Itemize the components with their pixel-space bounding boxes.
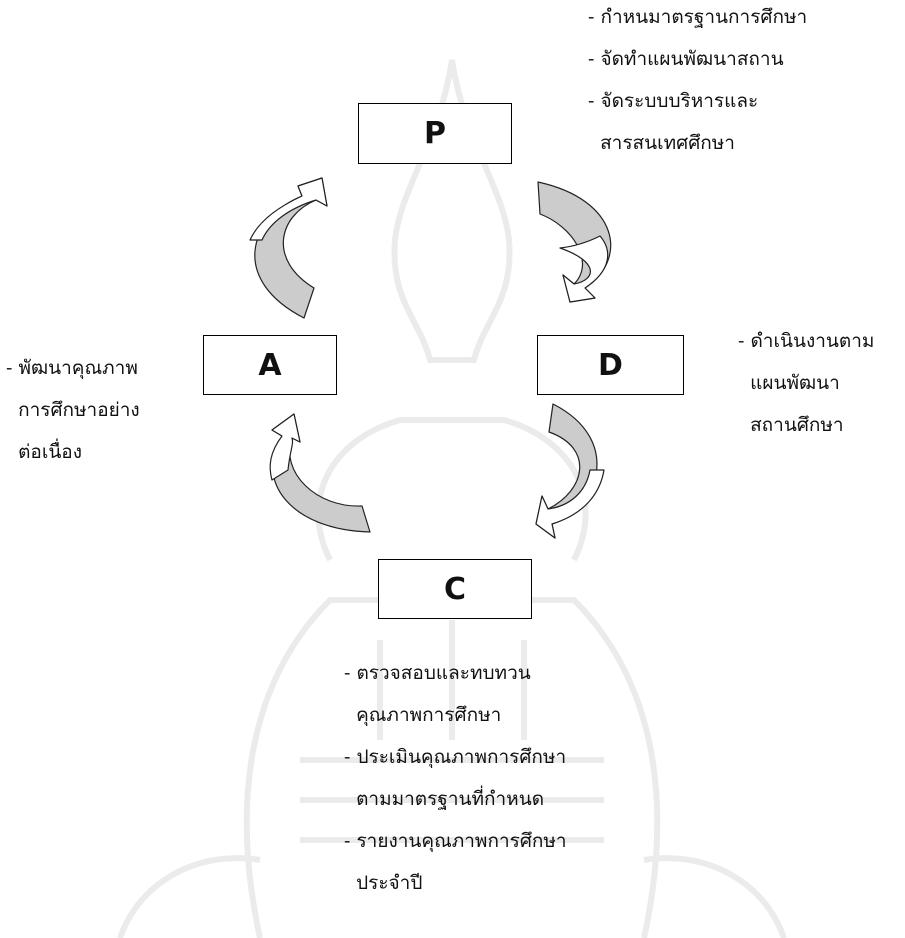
check-note-line: คุณภาพการศึกษา xyxy=(344,704,502,726)
stage-box-plan: P xyxy=(358,103,512,164)
stage-label-act: A xyxy=(258,347,282,383)
stage-box-check: C xyxy=(378,559,532,619)
act-note-line: การศึกษาอย่าง xyxy=(6,399,140,421)
stage-label-check: C xyxy=(443,571,467,607)
plan-note-line: - กำหนมาตรฐานการศึกษา xyxy=(588,6,808,28)
check-note-line: - รายงานคุณภาพการศึกษา xyxy=(344,830,567,852)
check-note-line: - ตรวจสอบและทบทวน xyxy=(344,662,531,684)
stage-label-do: D xyxy=(598,347,623,383)
act-note-line: ต่อเนื่อง xyxy=(6,441,82,463)
check-notes: - ตรวจสอบและทบทวน คุณภาพการศึกษา - ประเม… xyxy=(344,652,567,904)
stage-box-act: A xyxy=(203,335,337,395)
check-note-line: ประจำปี xyxy=(344,872,423,894)
do-note-line: แผนพัฒนา xyxy=(738,372,840,394)
act-note-line: - พัฒนาคุณภาพ xyxy=(6,357,138,379)
arrow-ribbon-p-to-d xyxy=(559,235,609,303)
stage-label-plan: P xyxy=(424,116,446,151)
do-notes: - ดำเนินงานตาม แผนพัฒนา สถานศึกษา xyxy=(738,320,874,446)
arrow-ribbon-c-to-a xyxy=(269,413,301,481)
check-note-line: - ประเมินคุณภาพการศึกษา xyxy=(344,746,567,768)
do-note-line: - ดำเนินงานตาม xyxy=(738,330,875,352)
plan-note-line: สารสนเทศศึกษา xyxy=(588,132,735,154)
plan-note-line: - จัดทำแผนพัฒนาสถาน xyxy=(588,48,784,70)
arrow-ribbon-a-to-p xyxy=(249,177,328,241)
stage-box-do: D xyxy=(537,335,684,395)
do-note-line: สถานศึกษา xyxy=(738,414,844,436)
arrow-ribbon-d-to-c xyxy=(535,469,605,539)
plan-note-line: - จัดระบบบริหารและ xyxy=(588,90,759,112)
check-note-line: ตามมาตรฐานที่กำหนด xyxy=(344,788,545,810)
plan-notes: - กำหนมาตรฐานการศึกษา - จัดทำแผนพัฒนาสถา… xyxy=(588,0,807,164)
act-notes: - พัฒนาคุณภาพ การศึกษาอย่าง ต่อเนื่อง xyxy=(6,347,140,473)
